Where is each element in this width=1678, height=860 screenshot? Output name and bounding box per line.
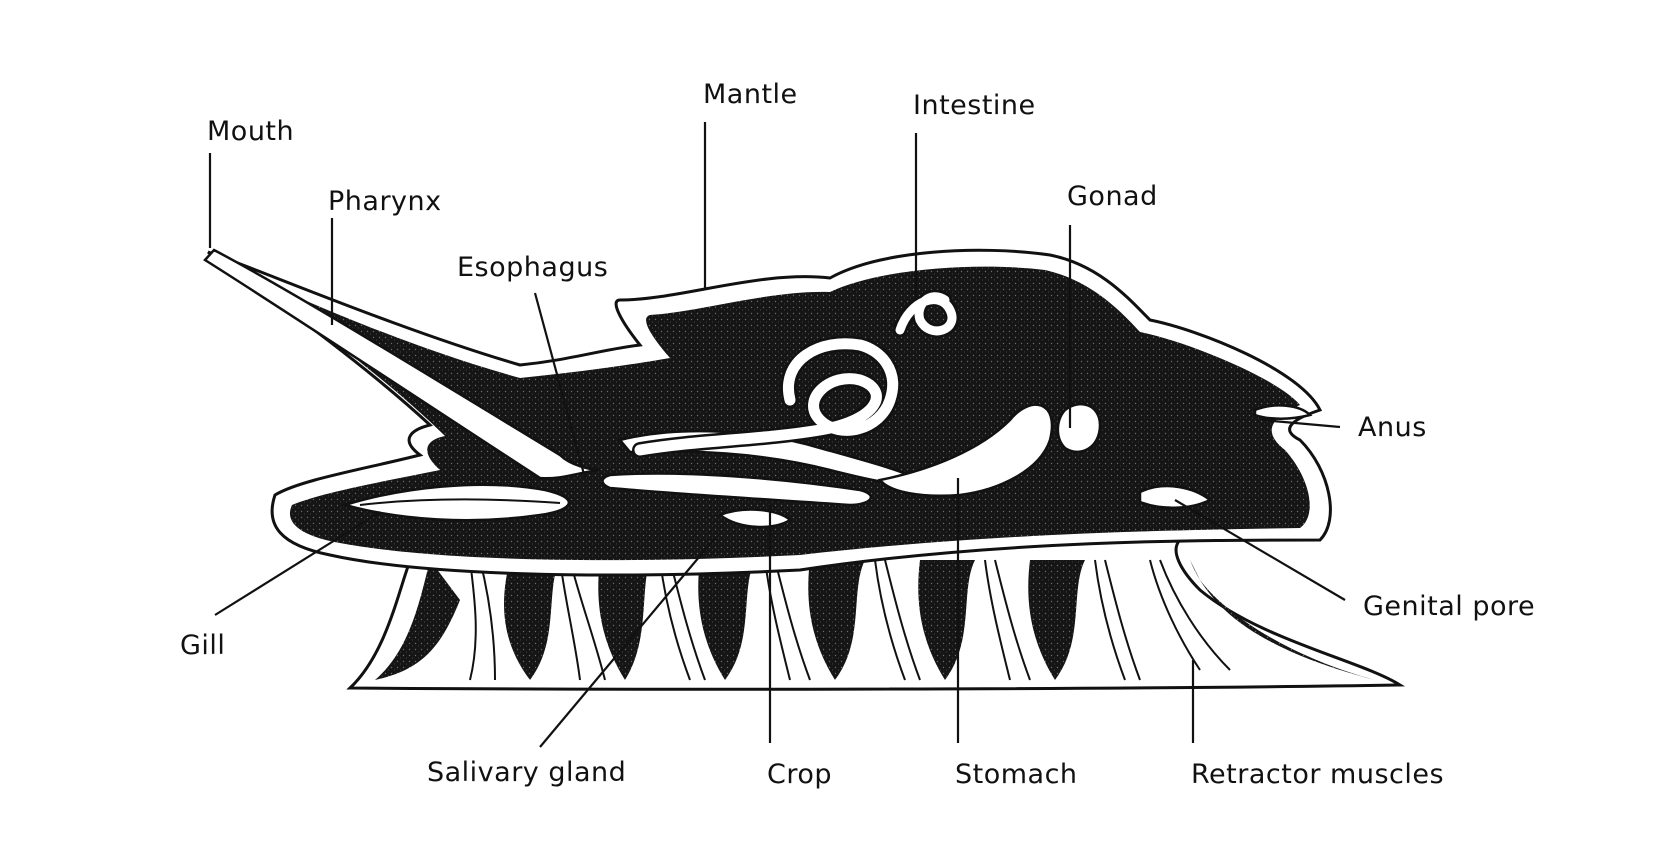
leader-salivary-gland xyxy=(539,537,716,748)
foot-body xyxy=(346,538,1406,691)
pharynx-tube xyxy=(203,248,601,480)
label-mouth: Mouth xyxy=(207,116,295,147)
leader-genital-pore xyxy=(1174,499,1346,601)
leader-lines xyxy=(208,122,1346,748)
salivary-gland-structure xyxy=(717,508,792,529)
label-pharynx: Pharynx xyxy=(328,186,442,217)
anus-opening xyxy=(1253,404,1313,420)
gill-structure xyxy=(340,483,570,522)
leader-anus xyxy=(1261,418,1341,429)
label-mantle: Mantle xyxy=(703,79,798,110)
label-gonad: Gonad xyxy=(1067,181,1158,212)
leader-gill xyxy=(214,511,381,616)
label-genital-pore: Genital pore xyxy=(1363,591,1536,622)
leader-esophagus xyxy=(533,292,587,479)
label-intestine: Intestine xyxy=(913,90,1036,121)
genital-pore-structure xyxy=(1138,484,1213,510)
stomach-structure xyxy=(877,403,1054,497)
label-crop: Crop xyxy=(767,759,833,790)
label-salivary-gland: Salivary gland xyxy=(427,757,627,788)
label-gill: Gill xyxy=(180,630,226,661)
gonad-structure xyxy=(1056,402,1102,454)
label-anus: Anus xyxy=(1358,412,1427,443)
label-retractor-muscles: Retractor muscles xyxy=(1191,759,1445,790)
intestine-coil xyxy=(632,289,959,458)
label-stomach: Stomach xyxy=(955,759,1078,790)
label-esophagus: Esophagus xyxy=(457,252,609,283)
